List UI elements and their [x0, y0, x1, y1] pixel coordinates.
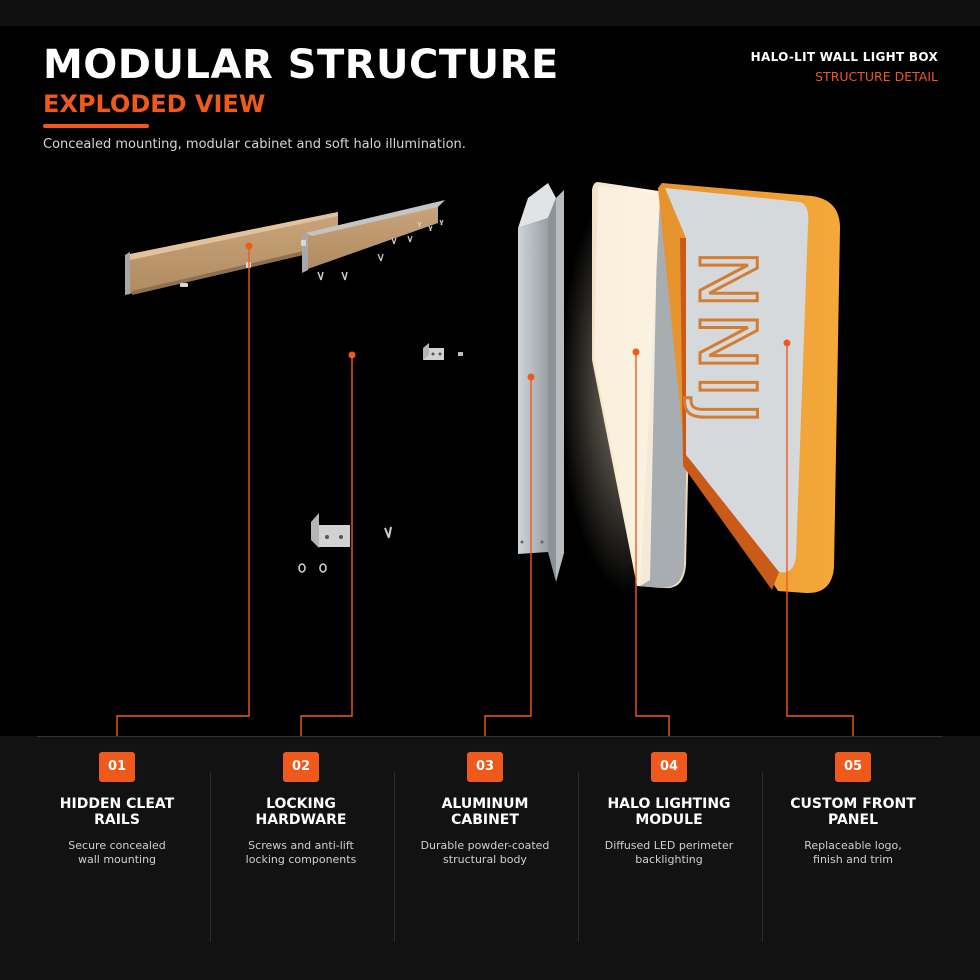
- cleat-rail-left: [125, 212, 338, 295]
- feature-divider: [210, 772, 211, 942]
- leader-04: [635, 352, 670, 752]
- feature-divider: [394, 772, 395, 942]
- feature-number-badge: 04: [651, 752, 687, 782]
- feature-number-badge: 03: [467, 752, 503, 782]
- feature-title: HIDDEN CLEAT RAILS: [59, 796, 175, 828]
- leader-05: [786, 343, 854, 752]
- feature-custom-front-panel: 05 CUSTOM FRONT PANEL Replaceable logo, …: [761, 752, 945, 867]
- panel-logo-lettering: NNIJ: [680, 249, 773, 431]
- halo-lighting-module: [560, 175, 700, 595]
- feature-divider: [578, 772, 579, 942]
- feature-title: HALO LIGHTING MODULE: [607, 796, 731, 828]
- cleat-rail-right: [302, 200, 445, 273]
- custom-front-panel: NNIJ: [658, 183, 840, 594]
- brand-name: HALO-LIT WALL LIGHT BOX: [750, 50, 938, 64]
- page-subtitle: EXPLODED VIEW: [43, 90, 266, 118]
- locking-bracket-bottom: [298, 513, 392, 573]
- feature-description: Diffused LED perimeter backlighting: [604, 839, 734, 866]
- feature-description: Durable powder-coated structural body: [420, 839, 550, 866]
- feature-title: ALUMINUM CABINET: [441, 796, 529, 828]
- feature-title: LOCKING HARDWARE: [255, 796, 347, 828]
- panel-logo-text: NNIJ: [681, 250, 771, 429]
- brand-subtitle: STRUCTURE DETAIL: [815, 69, 938, 84]
- feature-halo-lighting-module: 04 HALO LIGHTING MODULE Diffused LED per…: [577, 752, 761, 867]
- feature-number-badge: 02: [283, 752, 319, 782]
- leader-02: [300, 355, 353, 752]
- feature-number-badge: 01: [99, 752, 135, 782]
- tagline: Concealed mounting, modular cabinet and …: [43, 137, 466, 152]
- subtitle-underline: [43, 124, 149, 128]
- feature-number-badge: 05: [835, 752, 871, 782]
- feature-description: Replaceable logo, finish and trim: [804, 839, 902, 866]
- feature-description: Screws and anti-lift locking components: [245, 839, 357, 866]
- feature-locking-hardware: 02 LOCKING HARDWARE Screws and anti-lift…: [209, 752, 393, 867]
- aluminum-cabinet: [518, 183, 564, 582]
- feature-hidden-cleat-rails: 01 HIDDEN CLEAT RAILS Secure concealed w…: [25, 752, 209, 867]
- callout-leaders: [116, 246, 854, 752]
- features-top-rule: [37, 736, 943, 737]
- brand-block: HALO-LIT WALL LIGHT BOX STRUCTURE DETAIL: [751, 50, 938, 84]
- page-title: MODULAR STRUCTURE: [43, 42, 559, 88]
- feature-title: CUSTOM FRONT PANEL: [790, 796, 916, 828]
- leader-03: [484, 377, 532, 752]
- leader-01: [116, 246, 250, 752]
- top-band: [0, 0, 980, 26]
- feature-description: Secure concealed wall mounting: [68, 839, 166, 866]
- feature-aluminum-cabinet: 03 ALUMINUM CABINET Durable powder-coate…: [393, 752, 577, 867]
- callout-dots: [245, 242, 791, 381]
- locking-bracket-top: [423, 343, 463, 360]
- feature-divider: [762, 772, 763, 942]
